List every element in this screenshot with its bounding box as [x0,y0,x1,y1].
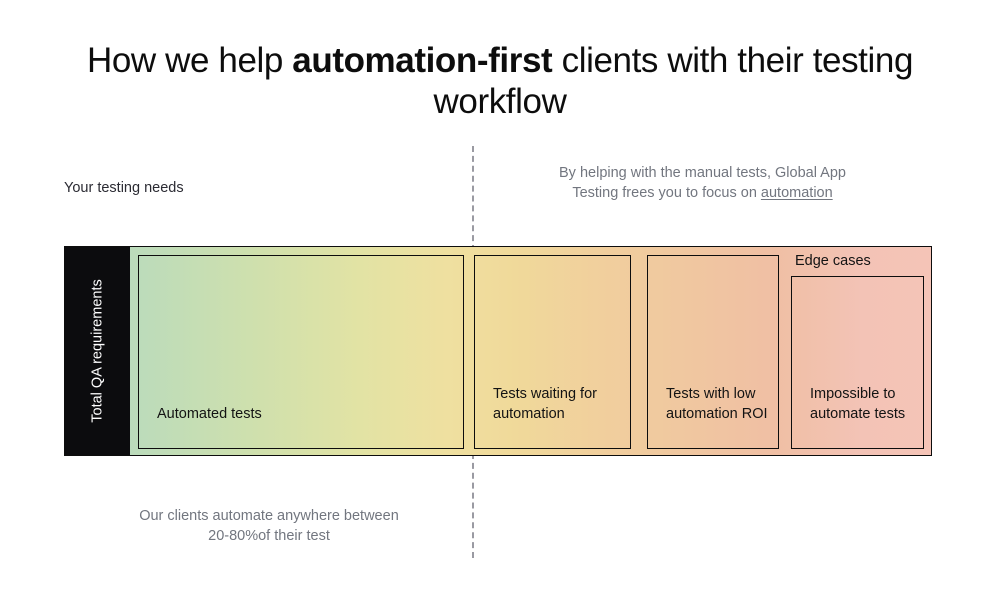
right-annotation-note: By helping with the manual tests, Global… [500,164,905,203]
segment-tests-waiting-for-automation[interactable]: Tests waiting for automation [474,255,631,449]
left-annotation-label: Your testing needs [64,180,184,196]
bottom-annotation-note: Our clients automate anywhere between 20… [104,506,434,546]
qa-requirements-bar: Total QA requirements Automated tests Te… [64,246,932,456]
bottom-note-line-2: 20-80%of their test [208,528,330,544]
automation-link[interactable]: automation [760,184,833,201]
segment-automated-tests[interactable]: Automated tests [138,255,464,449]
title-emphasis: automation-first [292,41,553,80]
bottom-note-line-1: Our clients automate anywhere between [139,508,399,524]
page-title: How we help automation-first clients wit… [70,40,930,122]
right-note-line-1: By helping with the manual tests, Global… [559,165,846,181]
segment-label: Tests waiting for automation [493,386,597,422]
axis-label-text: Total QA requirements [89,279,106,423]
edge-cases-label: Edge cases [795,253,871,269]
axis-label-block: Total QA requirements [65,247,130,455]
segment-impossible-to-automate-tests[interactable]: Impossible to automate tests [791,276,924,449]
right-note-line-2: Testing frees you to focus on [572,184,761,201]
title-part-before: How we help [86,41,293,80]
segment-label: Automated tests [157,406,262,422]
segment-tests-with-low-automation-roi[interactable]: Tests with low automation ROI [647,255,779,449]
title-part-after: clients with their testing workflow [433,41,914,121]
segment-label: Tests with low automation ROI [666,386,768,422]
segment-label: Impossible to automate tests [810,386,906,422]
